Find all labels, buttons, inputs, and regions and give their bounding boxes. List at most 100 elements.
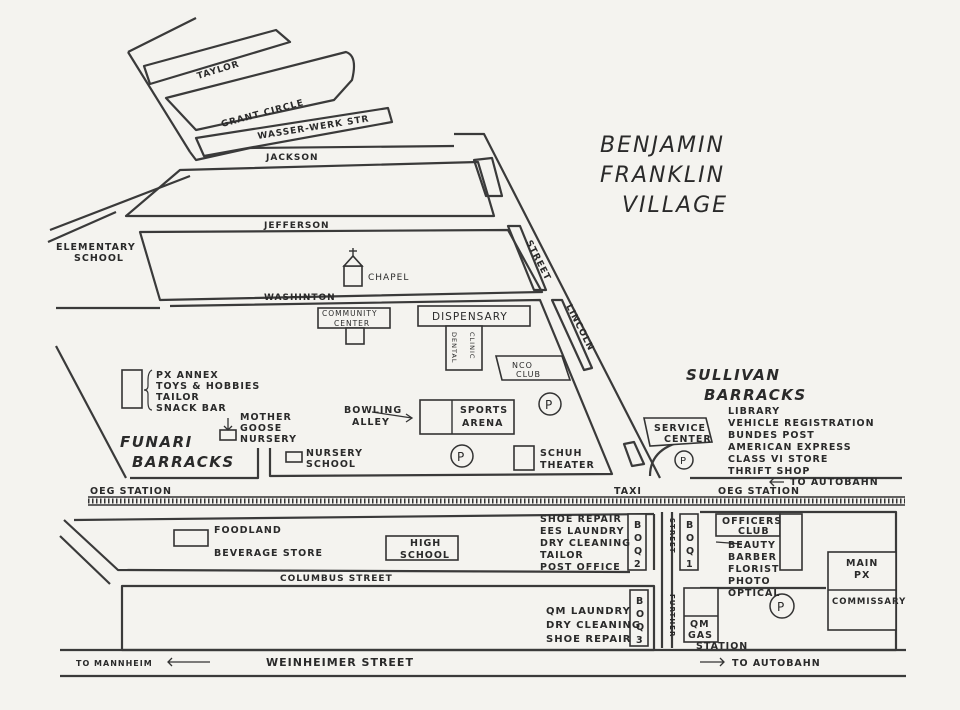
parking-marker [769,593,795,619]
label-boq1-q: Q [686,546,695,557]
label-sports-1: SPORTS [460,405,508,416]
boq2-building [627,513,647,571]
label-to-autobahn-top: TO AUTOBAHN [790,477,879,488]
label-px-annex-2: TOYS & HOBBIES [156,381,260,392]
label-boq3-o: O [636,609,645,620]
label-nursery-school-2: SCHOOL [306,459,356,470]
boq3-building [629,589,649,647]
arrow-icon [167,657,210,667]
median [550,298,594,372]
label-boq1-b: B [686,520,694,531]
label-px-annex-4: SNACK BAR [156,403,227,414]
label-to-mannheim: TO MANNHEIM [76,659,153,668]
parking-label: P [777,600,784,614]
community-center-wing [345,327,365,345]
road-edge [49,174,191,232]
street-columbus: COLUMBUS STREET [280,574,393,584]
label-officers-2: CLUB [738,526,770,537]
road-edge [59,535,111,585]
label-oeg-left: OEG STATION [90,486,172,497]
label-sullivan-list-6: THRIFT SHOP [728,466,810,477]
label-sullivan-list-1: LIBRARY [728,406,780,417]
parking-label: P [457,450,464,464]
label-schuh-2: THEATER [540,460,595,471]
label-mother-goose-2: GOOSE [240,423,282,434]
brace [143,369,153,411]
chapel-roof [342,254,364,267]
label-boq2-o: O [634,533,643,544]
main-px-building [827,551,897,631]
street-washinton: WASHINTON [264,293,336,303]
label-schuh-1: SCHUH [540,448,582,459]
label-nco-2: CLUB [516,370,541,379]
label-main-px-2: PX [854,570,870,581]
street-weinheimer: WEINHEIMER STREET [266,656,414,669]
label-bowling-1: BOWLING [344,405,402,416]
label-service-2: CENTER [664,434,712,445]
label-dental: DENTAL [450,332,458,364]
dispensary-wing [445,325,483,371]
label-community-1: COMMUNITY [322,309,378,318]
road-edge [55,345,127,479]
arrow-icon [371,411,414,423]
block-grant-circle [164,50,356,132]
label-clinic: CLINIC [468,332,476,359]
block-taylor [142,28,292,86]
central-block [169,298,614,478]
label-sullivan-2: BARRACKS [704,386,807,404]
px-annex-building [121,369,143,409]
label-boq1-o: O [686,533,695,544]
mother-goose-building [219,429,237,441]
street-jackson: JACKSON [265,153,319,163]
buildings [121,248,897,647]
label-shoe-repair-4: TAILOR [540,550,584,561]
arrows [167,411,784,667]
label-qm-laundry-3: SHOE REPAIR [546,634,632,645]
road-edge [130,448,260,480]
title-line-2: FRANKLIN [600,163,725,188]
road-edge [189,144,455,162]
arrow-icon [769,477,784,487]
chapel-building [343,265,363,287]
sports-arena-building [419,399,515,435]
block-jackson [124,160,496,218]
label-dispensary: DISPENSARY [432,311,508,323]
railway [88,496,905,506]
road-edge [127,51,191,153]
label-beverage: BEVERAGE STORE [214,548,323,559]
label-high-school-2: SCHOOL [400,550,450,561]
parking-label: P [680,456,686,467]
label-boq2-q: Q [634,546,643,557]
label-funari-2: BARRACKS [132,453,235,471]
arrow-icon [700,657,725,667]
title-line-3: VILLAGE [622,193,728,218]
label-px-annex-1: PX ANNEX [156,370,219,381]
label-boq2-2: 2 [634,559,642,570]
lincoln-street-east [454,132,661,479]
block-jefferson [138,228,544,302]
label-sullivan-1: SULLIVAN [686,366,780,384]
label-funari-1: FUNARI [120,433,193,451]
label-qm-laundry-1: QM LAUNDRY [546,606,631,617]
schuh-theater-building [513,445,535,471]
label-elementary-1: ELEMENTARY [56,242,136,253]
label-boq2-b: B [634,520,642,531]
pointer-line [715,541,743,545]
median [622,440,646,468]
label-elementary-2: SCHOOL [74,253,124,264]
label-shoe-repair-5: POST OFFICE [540,562,621,573]
nursery-school-building [285,451,303,463]
label-high-school-1: HIGH [410,538,441,549]
label-sports-2: ARENA [462,418,503,429]
qm-gas-building [683,587,719,643]
parking-marker [674,450,694,470]
label-sullivan-list-5: CLASS VI STORE [728,454,828,465]
median [506,224,548,292]
road-edge [63,519,631,574]
label-beauty-4: PHOTO [728,576,771,587]
label-qm-gas-2: GAS [688,630,713,641]
label-sullivan-list-2: VEHICLE REGISTRATION [728,418,875,429]
label-qm-laundry-2: DRY CLEANING [546,620,641,631]
label-nursery-school-1: NURSERY [306,448,363,459]
